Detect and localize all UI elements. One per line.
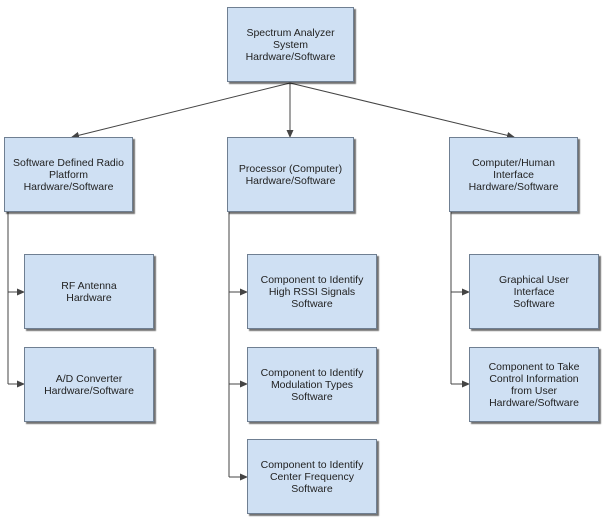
node-line: A/D Converter [55,372,123,385]
node-line: RF Antenna [61,279,117,292]
node-line: Component to Take [488,360,580,373]
node-modulation-types: Component to Identify Modulation Types S… [247,347,377,422]
node-line: Software Defined Radio [13,156,124,169]
node-processor: Processor (Computer) Hardware/Software [227,137,354,212]
node-line: High RSSI Signals [268,285,356,298]
node-graphical-user-interface: Graphical User Interface Software [469,254,599,329]
node-line: Center Frequency [269,470,355,483]
node-line: Hardware/Software [468,180,559,193]
node-line: Processor (Computer) [238,162,343,175]
node-line: Hardware/Software [44,384,134,397]
node-center-frequency: Component to Identify Center Frequency S… [247,439,377,514]
node-line: Interface [513,285,555,298]
connector-root-sdr [71,82,291,139]
node-line: from User [510,384,558,397]
node-line: Interface [493,168,534,181]
node-spectrum-analyzer-system: Spectrum Analyzer System Hardware/Softwa… [227,7,354,82]
node-line: Component to Identify [260,366,364,379]
node-software-defined-radio: Software Defined Radio Platform Hardware… [4,137,133,212]
node-line: Graphical User [498,273,570,286]
node-line: Modulation Types [270,378,354,391]
node-line: Software [291,482,333,495]
node-line: Hardware/Software [489,396,579,409]
node-rf-antenna: RF Antenna Hardware [24,254,154,329]
node-computer-human-interface: Computer/Human Interface Hardware/Softwa… [449,137,578,212]
node-control-information: Component to Take Control Information fr… [469,347,599,422]
node-ad-converter: A/D Converter Hardware/Software [24,347,154,422]
node-line: Spectrum Analyzer [246,26,335,39]
connector-root-chi [289,82,515,139]
node-line: System [272,38,308,51]
node-line: Software [291,390,333,403]
node-line: Component to Identify [260,273,364,286]
node-line: Hardware/Software [23,180,114,193]
node-line: Hardware/Software [245,50,336,63]
node-line: Control Information [489,372,579,385]
node-high-rssi-signals: Component to Identify High RSSI Signals … [247,254,377,329]
node-line: Computer/Human [472,156,555,169]
node-line: Software [291,297,333,310]
node-line: Hardware/Software [245,174,336,187]
node-line: Software [513,297,555,310]
node-line: Platform [48,168,89,181]
node-line: Component to Identify [260,458,364,471]
node-line: Hardware [66,291,112,304]
